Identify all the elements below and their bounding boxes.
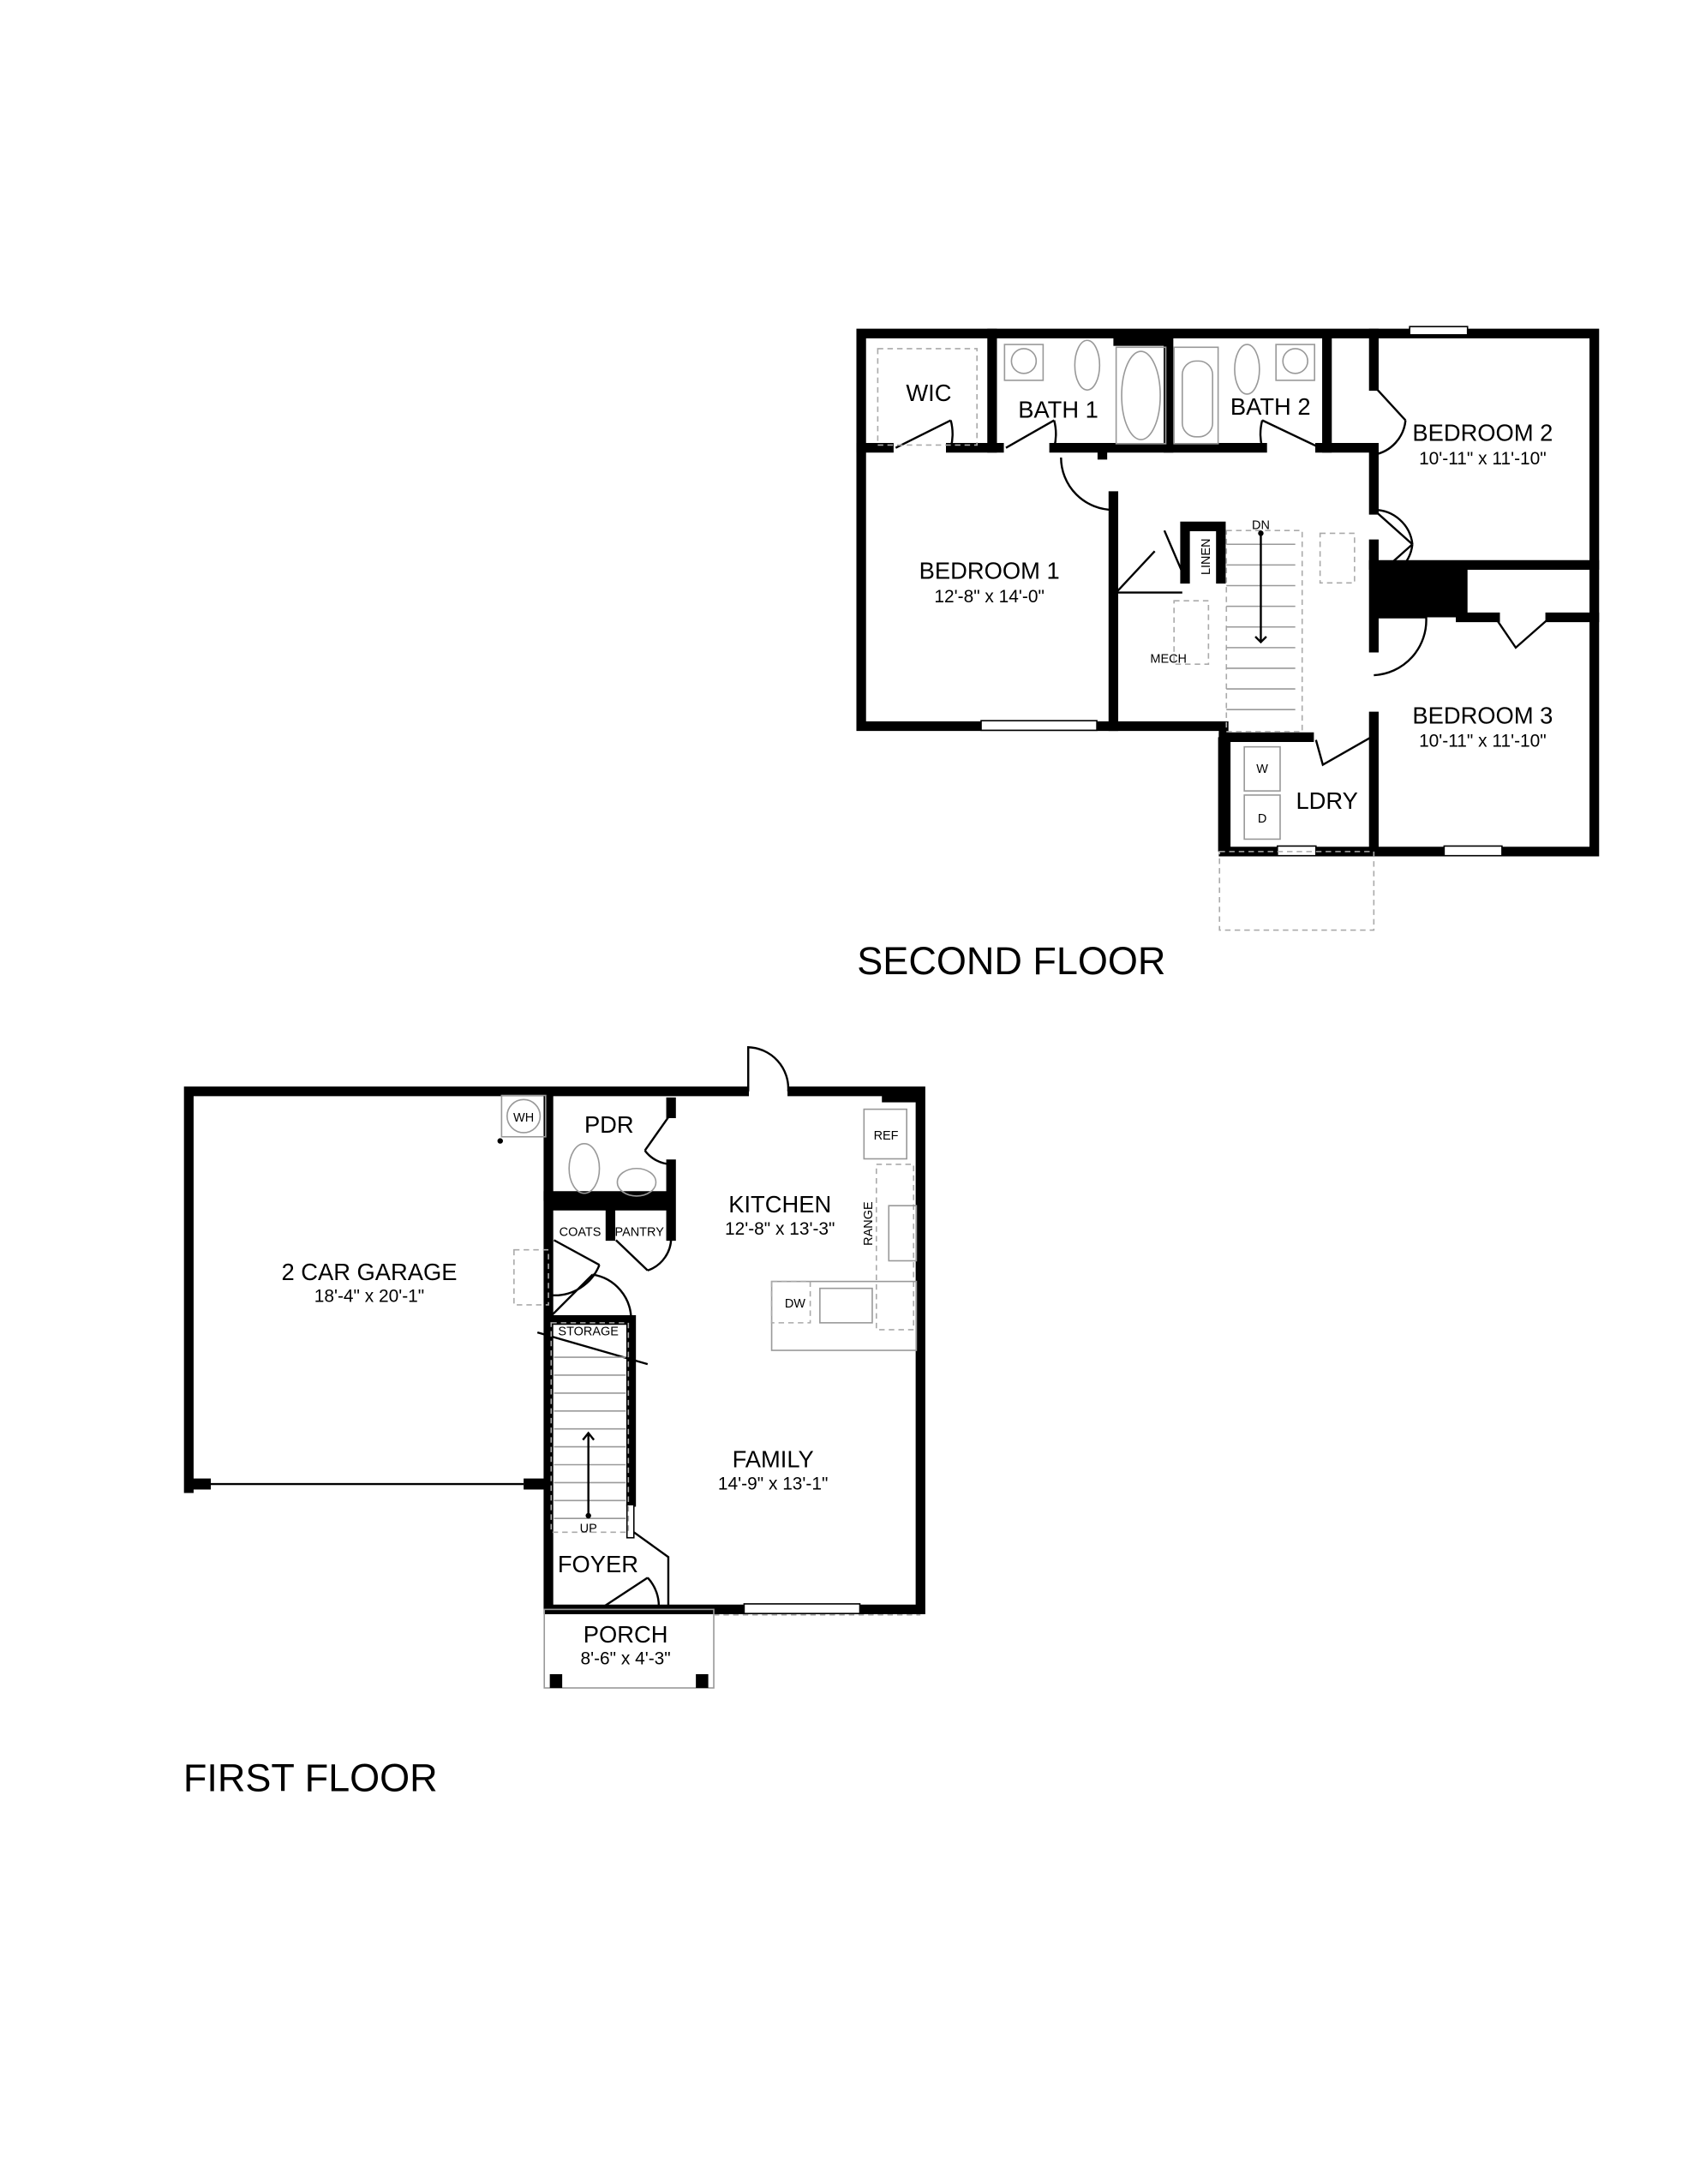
doors — [895, 385, 1551, 767]
dryer-label: D — [1258, 812, 1266, 826]
wall — [1180, 521, 1226, 584]
fixtures — [497, 1094, 921, 1689]
room-label-bath1: BATH 1 — [1018, 396, 1098, 422]
room-label-storage: STORAGE — [558, 1325, 619, 1338]
dw-label: DW — [785, 1297, 805, 1311]
room-label-pantry: PANTRY — [615, 1226, 665, 1240]
room-size-bedroom2: 10'-11" x 11'-10" — [1419, 449, 1547, 469]
room-label-mech: MECH — [1150, 653, 1187, 667]
room-label-linen: LINEN — [1200, 538, 1213, 575]
wall-block — [189, 1478, 212, 1490]
room-label-bedroom1: BEDROOM 1 — [919, 557, 1060, 583]
wall-block — [1113, 334, 1169, 346]
room-label-wic: WIC — [906, 380, 951, 406]
stairs-label: UP — [580, 1522, 597, 1535]
room-label-foyer: FOYER — [558, 1551, 638, 1577]
stairs-down: DN — [1225, 519, 1303, 733]
second-floor-plan: DN WIC BATH 1 BATH 2 BEDROOM 1 12'-8" x … — [856, 326, 1600, 983]
windows — [626, 1504, 861, 1614]
room-label-ldry: LDRY — [1296, 787, 1357, 814]
room-label-bath2: BATH 2 — [1230, 393, 1311, 420]
wall — [987, 328, 1332, 453]
stairs-up: UP — [550, 1322, 630, 1535]
room-size-porch: 8'-6" x 4'-3" — [580, 1649, 670, 1669]
chimney-block — [1374, 565, 1468, 618]
washer-label: W — [1256, 763, 1268, 776]
room-label-garage: 2 CAR GARAGE — [281, 1259, 457, 1285]
room-size-bedroom3: 10'-11" x 11'-10" — [1419, 732, 1547, 751]
first-floor-title: FIRST FLOOR — [183, 1756, 438, 1800]
room-label-bedroom2: BEDROOM 2 — [1412, 420, 1553, 446]
stairs-label: DN — [1252, 519, 1270, 533]
range-label: RANGE — [862, 1201, 876, 1246]
wall — [1097, 443, 1379, 460]
room-size-family: 14'-9" x 13'-1" — [718, 1474, 829, 1493]
room-label-bedroom3: BEDROOM 3 — [1412, 702, 1553, 728]
room-label-kitchen: KITCHEN — [728, 1191, 831, 1218]
room-label-pdr: PDR — [584, 1111, 634, 1138]
wall-block — [1218, 737, 1231, 852]
room-size-garage: 18'-4" x 20'-1" — [314, 1287, 425, 1307]
fixtures — [877, 339, 1375, 931]
room-label-porch: PORCH — [584, 1621, 668, 1648]
wall — [543, 1097, 676, 1201]
second-floor-title: SECOND FLOOR — [857, 939, 1165, 983]
room-size-kitchen: 12'-8" x 13'-3" — [725, 1219, 835, 1239]
first-floor-plan: UP 2 CAR GARAGE 18'-4" x 20'-1" WH PDR C… — [183, 1045, 925, 1800]
wh-label: WH — [513, 1111, 534, 1125]
wall-block — [524, 1478, 549, 1490]
wall-block — [882, 1091, 921, 1103]
room-label-coats: COATS — [560, 1226, 602, 1240]
wall — [546, 1200, 676, 1242]
room-label-family: FAMILY — [733, 1446, 814, 1473]
room-size-bedroom1: 12'-8" x 14'-0" — [934, 587, 1045, 607]
doors — [550, 1045, 790, 1611]
ref-label: REF — [874, 1129, 899, 1143]
